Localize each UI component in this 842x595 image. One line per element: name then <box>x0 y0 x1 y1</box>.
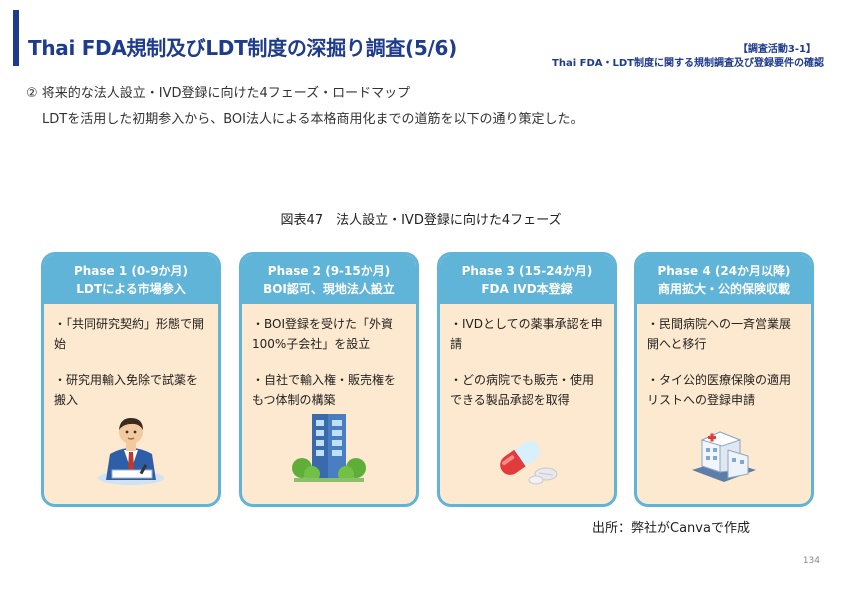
phase-card-4: Phase 4 (24か月以降) 商用拡大・公的保険収載 ・民間病院への一斉営業… <box>634 252 814 507</box>
phase-header: Phase 2 (9-15か月) BOI認可、現地法人設立 <box>242 255 416 304</box>
title-accent-bar <box>13 10 19 66</box>
phase-card-2: Phase 2 (9-15か月) BOI認可、現地法人設立 ・BOI登録を受けた… <box>239 252 419 507</box>
activity-subtitle: Thai FDA・LDT制度に関する規制調査及び登録要件の確認 <box>552 58 824 69</box>
activity-tag: 【調査活動3-1】 <box>737 44 816 55</box>
phase-header: Phase 4 (24か月以降) 商用拡大・公的保険収載 <box>637 255 811 304</box>
hospital-icon <box>692 431 756 482</box>
phase-subtitle: LDTによる市場参入 <box>76 282 186 296</box>
phase-body: ・BOI登録を受けた「外資100%子会社」を設立 ・自社で輸入権・販売権をもつ体… <box>242 304 416 410</box>
phase-item: ・どの病院でも販売・使用できる製品承認を取得 <box>450 373 595 407</box>
phase-card-3: Phase 3 (15-24か月) FDA IVD本登録 ・IVDとしての薬事承… <box>437 252 617 507</box>
phase-title: Phase 1 (0-9か月) <box>73 264 189 278</box>
phase-item: ・「共同研究契約」形態で開始 <box>54 317 205 351</box>
phase-title: Phase 3 (15-24か月) <box>461 264 593 278</box>
phase-item: ・IVDとしての薬事承認を申請 <box>450 317 603 351</box>
page-title: Thai FDA規制及びLDT制度の深掘り調査(5/6) <box>28 36 457 60</box>
phase-item: ・自社で輸入権・販売権をもつ体制の構築 <box>252 373 397 407</box>
phase-body: ・民間病院への一斉営業展開へと移行 ・タイ公的医療保険の適用リストへの登録申請 <box>637 304 811 410</box>
phase-title: Phase 4 (24か月以降) <box>657 264 791 278</box>
phase-subtitle: BOI認可、現地法人設立 <box>263 282 395 296</box>
businessman-icon <box>98 418 164 485</box>
source-note: 出所：弊社がCanvaで作成 <box>592 521 750 536</box>
page-number: 134 <box>802 556 820 566</box>
office-building-icon <box>292 414 366 482</box>
phase-title: Phase 2 (9-15か月) <box>267 264 391 278</box>
phase-body: ・「共同研究契約」形態で開始 ・研究用輸入免除で試薬を搬入 <box>44 304 218 410</box>
section-heading: ② 将来的な法人設立・IVD登録に向けた4フェーズ・ロードマップ <box>26 86 411 101</box>
phase-item: ・民間病院への一斉営業展開へと移行 <box>647 317 792 351</box>
phase-card-1: Phase 1 (0-9か月) LDTによる市場参入 ・「共同研究契約」形態で開… <box>41 252 221 507</box>
medicine-capsule-icon <box>500 441 558 485</box>
phase-item: ・研究用輸入免除で試薬を搬入 <box>54 373 199 407</box>
phase-item: ・BOI登録を受けた「外資100%子会社」を設立 <box>252 317 394 351</box>
phase-item: ・タイ公的医療保険の適用リストへの登録申請 <box>647 373 792 407</box>
section-lead: LDTを活用した初期参入から、BOI法人による本格商用化までの道筋を以下の通り策… <box>42 112 584 127</box>
phase-header: Phase 1 (0-9か月) LDTによる市場参入 <box>44 255 218 304</box>
figure-caption: 図表47 法人設立・IVD登録に向けた4フェーズ <box>280 213 562 228</box>
phase-subtitle: 商用拡大・公的保険収載 <box>657 282 790 296</box>
phase-header: Phase 3 (15-24か月) FDA IVD本登録 <box>440 255 614 304</box>
phase-body: ・IVDとしての薬事承認を申請 ・どの病院でも販売・使用できる製品承認を取得 <box>440 304 614 410</box>
phase-subtitle: FDA IVD本登録 <box>481 282 573 296</box>
